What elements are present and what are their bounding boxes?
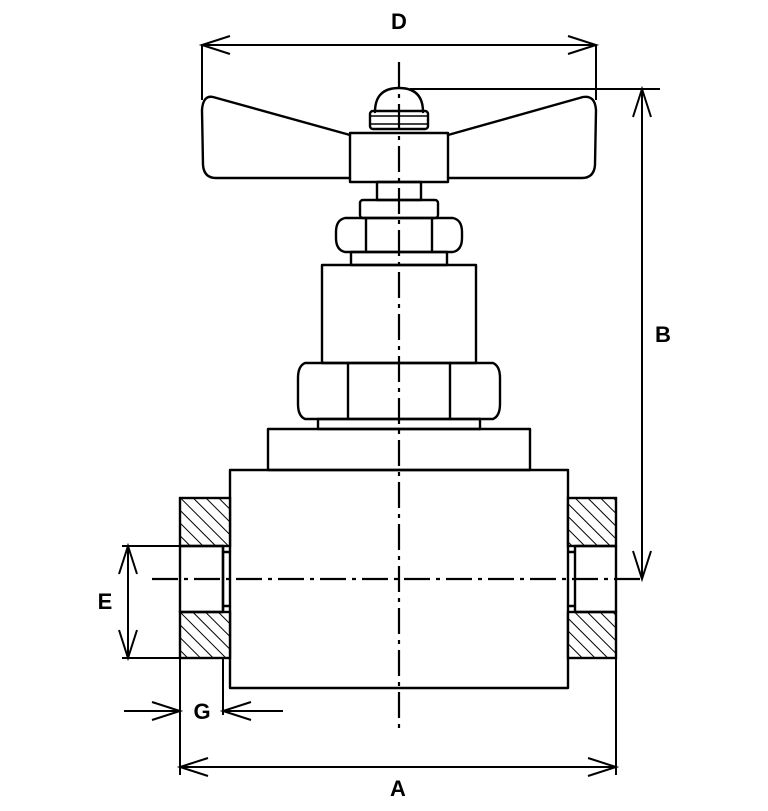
dimension-d-label: D [391, 9, 407, 34]
dimension-a-label: A [390, 776, 406, 801]
dimension-g-label: G [193, 699, 210, 724]
dimension-a: A [176, 658, 620, 801]
dimension-b: B [410, 85, 671, 583]
dimension-e: E [98, 542, 180, 662]
dimension-g: G [124, 658, 283, 724]
dimension-b-label: B [655, 322, 671, 347]
center-lines [152, 62, 645, 728]
left-port-section [178, 496, 232, 660]
dimension-d: D [198, 9, 600, 100]
dimension-e-label: E [98, 589, 113, 614]
